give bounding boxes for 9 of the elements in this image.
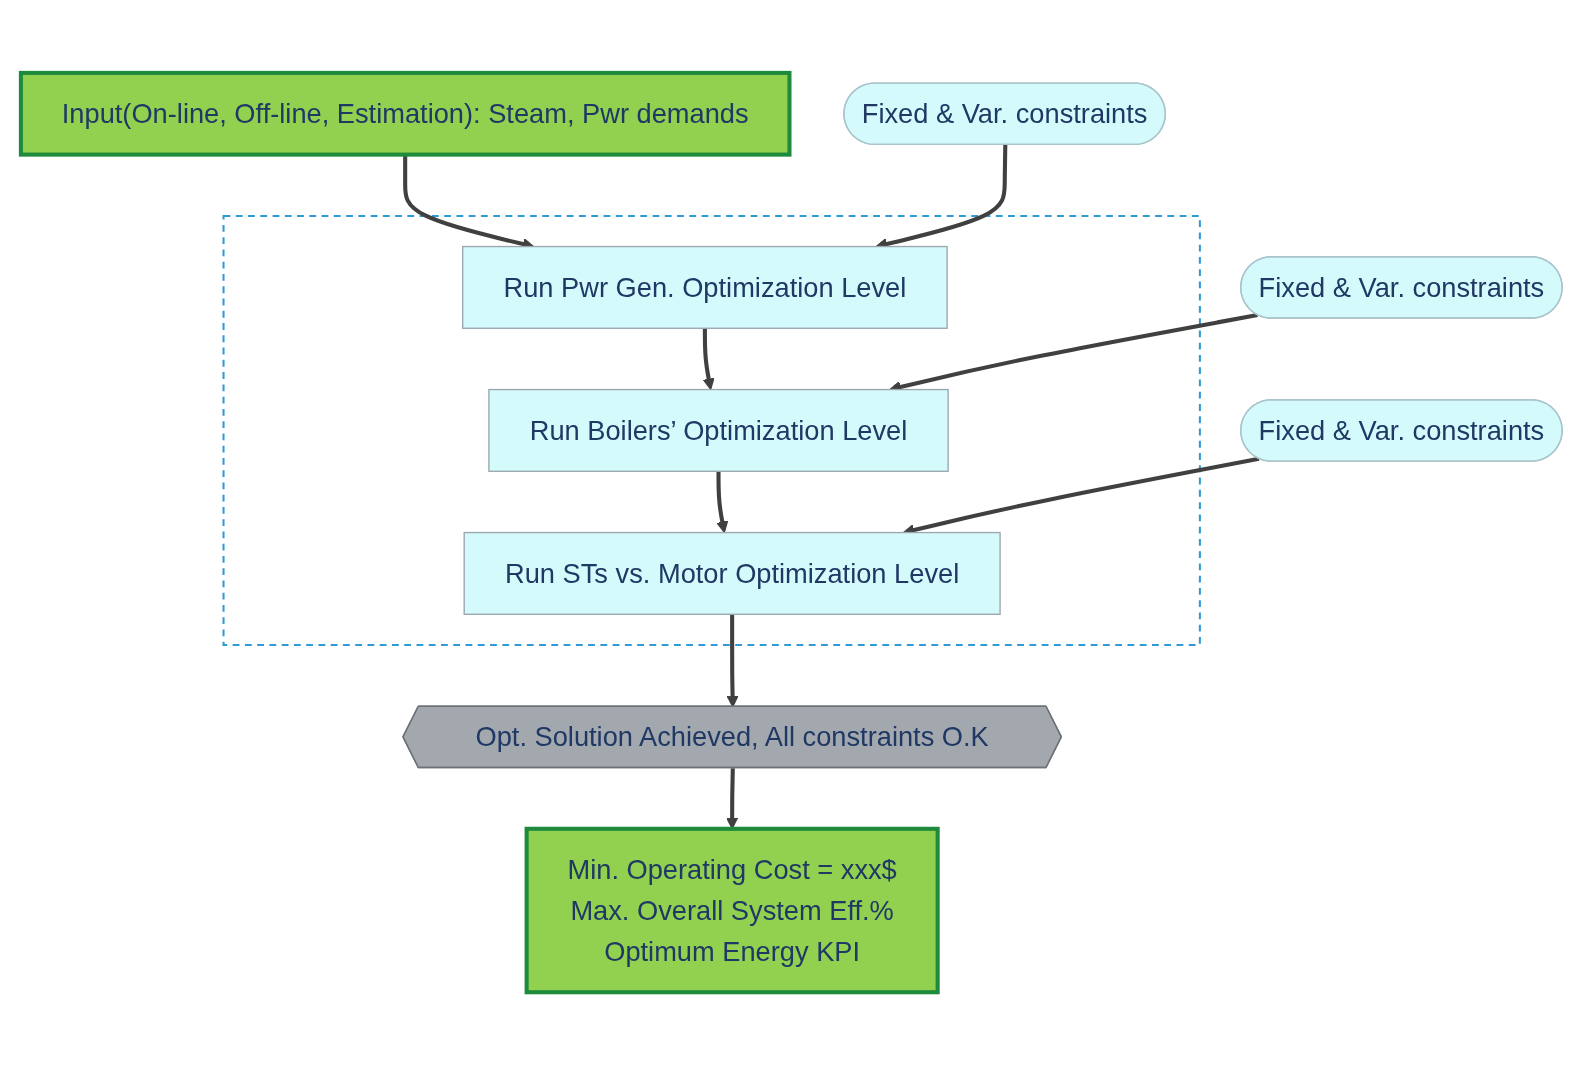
cluster xyxy=(222,215,1201,647)
node-box: Run Boilers’ Optimization Level xyxy=(488,389,949,473)
node-box: Run Pwr Gen. Optimization Level xyxy=(462,246,948,330)
node-box: Min. Operating Cost = xxx$ Max. Overall System Eff.% Optimum Energy KPI xyxy=(524,827,940,995)
arrow xyxy=(716,471,729,534)
node-box: Input(On-line, Off-line, Estimation): Steam, Pwr demands xyxy=(18,71,792,158)
node-box: Run STs vs. Motor Optimization Level xyxy=(463,532,1001,616)
arrow xyxy=(702,328,715,391)
arrow xyxy=(726,614,739,708)
